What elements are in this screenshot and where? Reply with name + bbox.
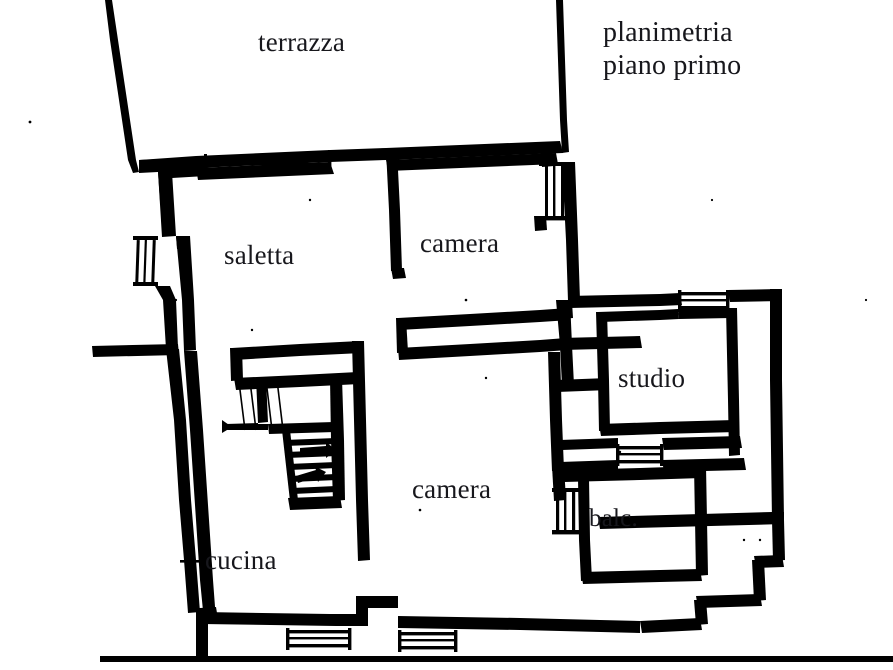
camera-upper-right-wall <box>539 150 580 301</box>
saletta-top-left-corner <box>139 157 206 201</box>
bottom-wall-right-return <box>640 555 784 633</box>
saletta-inner-left-jamb <box>176 236 216 621</box>
window-bottom-left <box>286 628 352 650</box>
window-saletta-left <box>133 236 158 286</box>
room-label-cucina: cucina <box>205 545 277 575</box>
saletta-camera-divider <box>386 150 406 279</box>
camera-lower-right-wall <box>548 352 566 501</box>
exterior-wall-left-lower <box>92 286 200 613</box>
plan-title-line2: piano primo <box>603 50 742 82</box>
bottom-exterior-wall <box>100 596 893 662</box>
camera-upper-window-stub <box>534 216 547 231</box>
terrace-right-wall <box>556 0 569 153</box>
staircase-treads <box>222 379 342 510</box>
scan-specks <box>28 120 868 542</box>
plan-title: planimetria piano primo <box>603 16 741 82</box>
studio-left-stub <box>556 302 609 392</box>
room-label-studio: studio <box>618 363 686 393</box>
corridor-lower-wall <box>398 338 568 360</box>
plan-title-line1: planimetria <box>603 17 733 48</box>
window-bottom-right <box>398 630 458 652</box>
cucina-dimension-cross <box>180 552 204 572</box>
room-label-camera-upper: camera <box>420 228 500 258</box>
room-label-terrazza: terrazza <box>258 27 346 57</box>
corridor-upper-wall <box>396 308 570 353</box>
room-label-camera-lower: camera <box>412 474 492 504</box>
balcony-walls <box>552 466 708 584</box>
room-label-balcone: balc. <box>589 505 638 532</box>
studio-walls <box>560 289 784 529</box>
studio-right-tail <box>772 520 785 561</box>
terrace-left-wall <box>105 0 139 173</box>
room-label-saletta: saletta <box>224 240 295 270</box>
stairwell-inner-partition <box>256 378 268 423</box>
